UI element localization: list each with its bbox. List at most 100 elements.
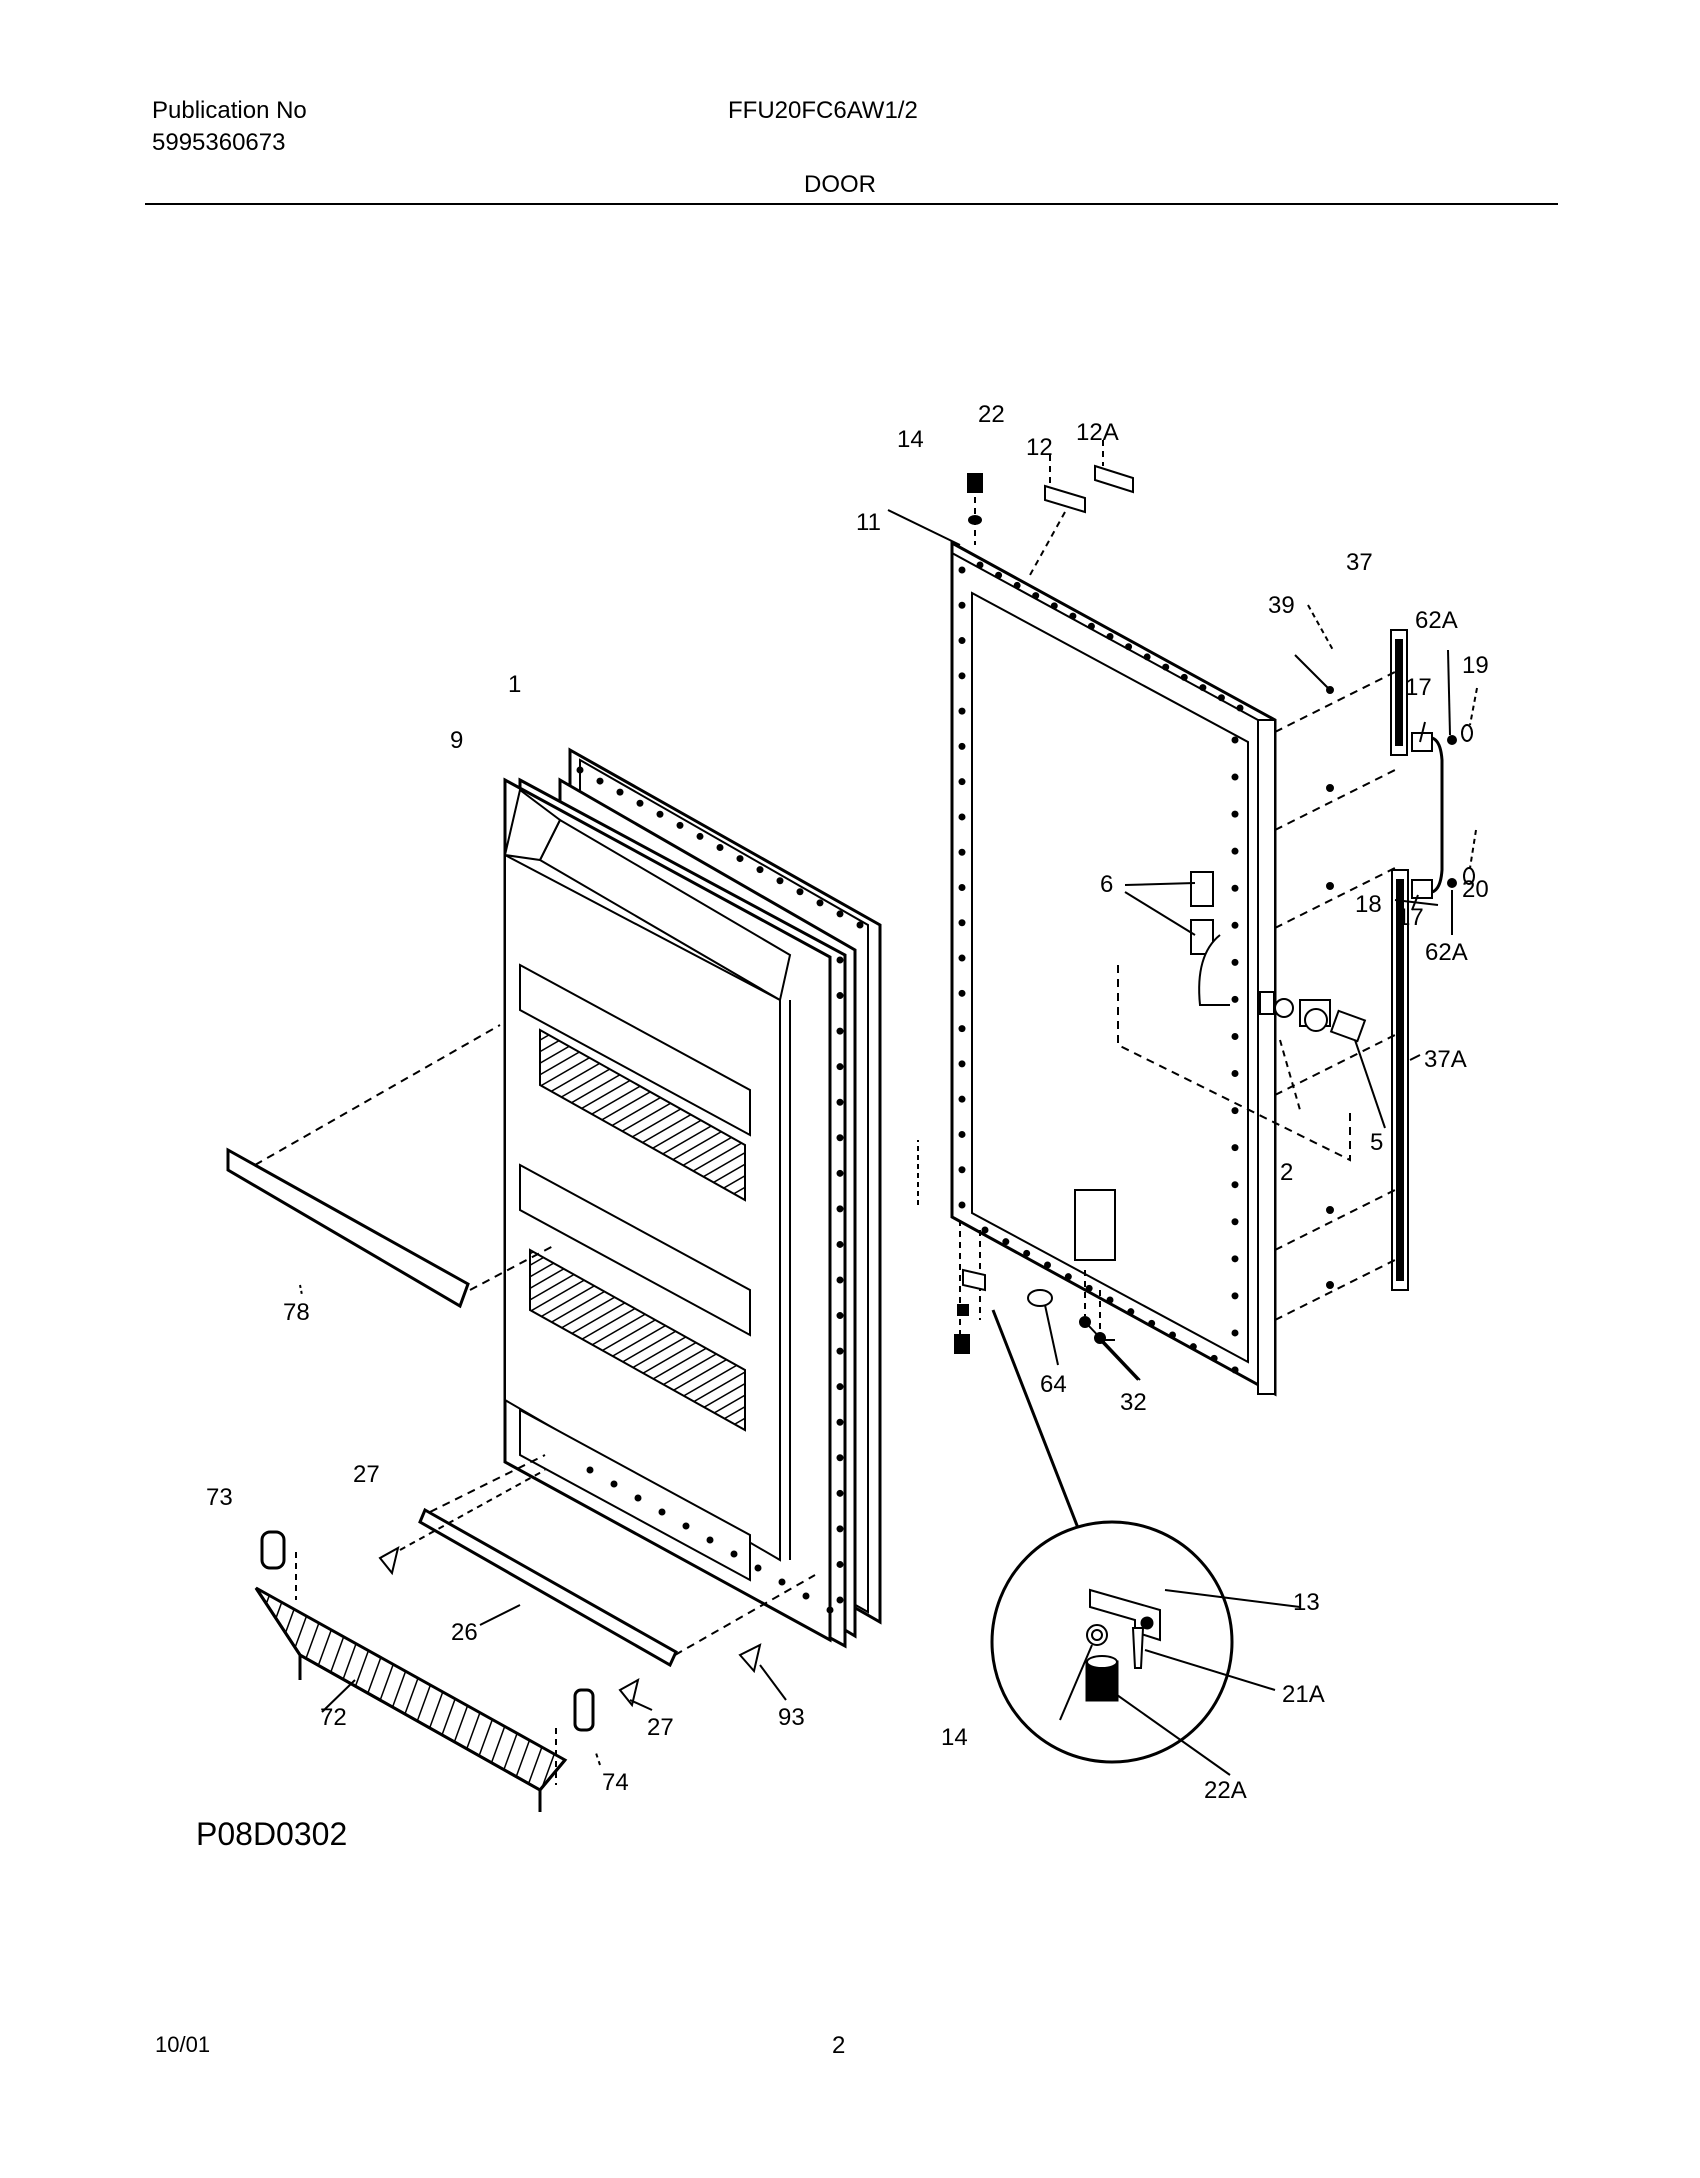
screw-hole	[1199, 684, 1207, 692]
screw-hole	[802, 1592, 810, 1600]
screw-hole	[1189, 1343, 1197, 1351]
screw-hole	[826, 1606, 834, 1614]
screw-hole	[706, 1536, 714, 1544]
screw-hole	[1231, 810, 1239, 818]
screw-hole	[958, 919, 966, 927]
screw-hole	[696, 832, 704, 840]
screw-hole	[958, 989, 966, 997]
part-label: 12	[1026, 434, 1053, 461]
screw-hole	[1231, 1032, 1239, 1040]
screw-hole	[796, 888, 804, 896]
bottom-hinge-hardware	[954, 1220, 1106, 1529]
screw-hole	[958, 1166, 966, 1174]
screw-hole	[836, 1169, 844, 1177]
part-label: 21A	[1282, 1681, 1325, 1708]
part-label: 27	[353, 1461, 380, 1488]
screw-hole	[958, 672, 966, 680]
screw-hole	[1143, 653, 1151, 661]
hinge-detail-callout	[990, 1520, 1234, 1764]
screw-hole	[1231, 1144, 1239, 1152]
screw-hole	[1085, 1284, 1093, 1292]
screw-hole	[836, 910, 844, 918]
screw-hole	[816, 899, 824, 907]
publication-date: 10/01	[155, 2032, 211, 2057]
screw-hole	[658, 1508, 666, 1516]
screw-hole	[856, 921, 864, 929]
screw-hole	[1069, 612, 1077, 620]
screw-hole	[836, 1063, 844, 1071]
part-label: 6	[1100, 871, 1113, 898]
part-label: 2	[1280, 1159, 1293, 1186]
screw-hole	[1231, 921, 1239, 929]
screw-hole	[736, 855, 744, 863]
door-basket	[254, 1530, 595, 1812]
screw-hole	[1023, 1249, 1031, 1257]
part-label: 37	[1346, 549, 1373, 576]
screw-hole	[836, 1312, 844, 1320]
screw-hole	[1148, 1319, 1156, 1327]
part-label: 93	[778, 1704, 805, 1731]
screw-hole	[1064, 1273, 1072, 1281]
screw-hole	[995, 571, 1003, 579]
part-label: 32	[1120, 1389, 1147, 1416]
screw-hole	[958, 742, 966, 750]
screw-hole	[958, 1025, 966, 1033]
screw-hole	[1231, 1181, 1239, 1189]
page-number: 2	[832, 2032, 846, 2059]
screw-hole	[836, 1418, 844, 1426]
shelf-retainer-78	[226, 1024, 556, 1309]
screw-hole	[958, 1095, 966, 1103]
handle-and-trims	[1274, 629, 1475, 1321]
screw-hole	[1231, 847, 1239, 855]
screw-hole	[958, 813, 966, 821]
part-label: 62A	[1415, 607, 1458, 634]
door-screw-holes	[958, 561, 1244, 1374]
screw-hole	[958, 778, 966, 786]
screw-hole	[756, 866, 764, 874]
screw-hole	[776, 877, 784, 885]
screw-hole	[836, 1098, 844, 1106]
screw-hole	[730, 1550, 738, 1558]
screw-hole	[1106, 1296, 1114, 1304]
part-label: 74	[602, 1769, 629, 1796]
part-label: 17	[1397, 904, 1424, 931]
part-label: 18	[1355, 891, 1382, 918]
part-label: 22A	[1204, 1777, 1247, 1804]
screw-hole	[958, 954, 966, 962]
screw-hole	[1217, 694, 1225, 702]
part-label: 12A	[1076, 419, 1119, 446]
screw-hole	[1231, 1218, 1239, 1226]
part-label: 37A	[1424, 1046, 1467, 1073]
screw-hole	[1210, 1354, 1218, 1362]
screw-hole	[1162, 663, 1170, 671]
screw-hole	[958, 1130, 966, 1138]
part-label: 5	[1370, 1129, 1383, 1156]
screw-hole	[836, 1525, 844, 1533]
part-label: 22	[978, 401, 1005, 428]
screw-hole	[1044, 1261, 1051, 1269]
screw-hole	[586, 1466, 594, 1474]
screw-hole	[836, 1596, 844, 1604]
screw-hole	[1231, 1255, 1239, 1263]
part-label: 20	[1462, 876, 1489, 903]
screw-hole	[1125, 643, 1133, 651]
top-hinge-hardware	[967, 440, 1134, 576]
screw-hole	[1231, 1329, 1239, 1337]
screw-hole	[958, 566, 966, 574]
screw-hole	[958, 1060, 966, 1068]
figure-code: P08D0302	[196, 1816, 348, 1852]
screw-hole	[836, 956, 844, 964]
part-label: 64	[1040, 1371, 1067, 1398]
screw-hole	[716, 844, 724, 851]
part-label: 17	[1405, 674, 1432, 701]
part-label: 13	[1293, 1589, 1320, 1616]
screw-hole	[958, 637, 966, 645]
screw-hole	[958, 848, 966, 856]
part-label: 72	[320, 1704, 347, 1731]
screw-hole	[836, 1489, 844, 1497]
part-label: 62A	[1425, 939, 1468, 966]
screw-hole	[1180, 673, 1188, 681]
basket-support-bar	[378, 1454, 816, 1708]
part-label: 9	[450, 727, 463, 754]
part-label: 19	[1462, 652, 1489, 679]
